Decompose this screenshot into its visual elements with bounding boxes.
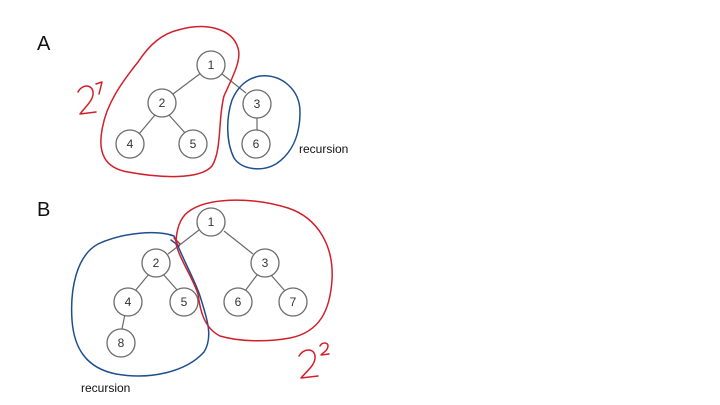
tree-node-a-1: 1: [196, 50, 226, 80]
edge-b-3-7: [270, 274, 286, 292]
red-tick-mark-b: [173, 237, 181, 245]
edge-a-2-4: [138, 114, 156, 135]
section-a-letter: A: [37, 33, 51, 55]
edge-a-1-3: [221, 73, 247, 94]
node-label: 4: [125, 295, 132, 309]
node-label: 8: [118, 336, 125, 350]
node-label: 6: [253, 137, 260, 151]
tree-node-a-2: 2: [147, 88, 177, 118]
section-a: A 1 2 3 4 5 6: [37, 25, 348, 178]
red-enclosure-b: [175, 199, 333, 342]
tree-node-a-4: 4: [115, 129, 145, 159]
tree-node-a-6: 6: [241, 129, 271, 159]
node-label: 1: [208, 215, 215, 229]
power-annotation-b: [298, 342, 330, 379]
handwritten-exponent-a: [95, 81, 103, 95]
blue-enclosure-b: [70, 231, 210, 377]
edge-b-2-5: [162, 273, 179, 292]
edge-b-2-4: [134, 273, 150, 292]
red-enclosure-a: [100, 25, 240, 178]
tree-node-b-6: 6: [223, 287, 253, 317]
edge-a-1-2: [172, 72, 202, 95]
recursion-label-a: recursion: [299, 142, 348, 156]
power-annotation-a: [77, 81, 103, 115]
tree-node-b-3: 3: [250, 248, 280, 278]
blue-tick-mark-b: [170, 239, 180, 247]
tree-node-b-2: 2: [141, 248, 171, 278]
node-label: 4: [127, 137, 134, 151]
node-label: 3: [254, 97, 261, 111]
handwritten-base-a: [77, 85, 97, 115]
node-label: 2: [153, 256, 160, 270]
edge-b-3-6: [244, 274, 258, 292]
tree-node-b-8: 8: [106, 328, 136, 358]
edge-b-4-8: [121, 313, 126, 330]
edge-b-1-3: [223, 230, 254, 255]
node-label: 5: [181, 295, 188, 309]
recursion-label-b: recursion: [81, 381, 130, 395]
tree-node-a-3: 3: [242, 89, 272, 119]
node-label: 6: [235, 295, 242, 309]
handwritten-exponent-b: [319, 342, 330, 356]
edge-a-2-5: [168, 114, 187, 135]
tree-node-b-4: 4: [113, 287, 143, 317]
node-label: 7: [290, 295, 297, 309]
section-b: B 1 2 3 4 5 6: [37, 199, 333, 395]
node-label: 3: [262, 256, 269, 270]
tree-node-b-7: 7: [278, 287, 308, 317]
handwritten-base-b: [298, 349, 319, 379]
blue-enclosure-a: [227, 75, 301, 170]
tree-node-a-5: 5: [178, 129, 208, 159]
node-label: 5: [190, 137, 197, 151]
node-label: 2: [159, 96, 166, 110]
edge-b-1-2: [167, 229, 200, 255]
tree-node-b-1: 1: [196, 207, 226, 237]
node-label: 1: [208, 58, 215, 72]
section-b-letter: B: [37, 199, 50, 221]
tree-node-b-5: 5: [169, 287, 199, 317]
